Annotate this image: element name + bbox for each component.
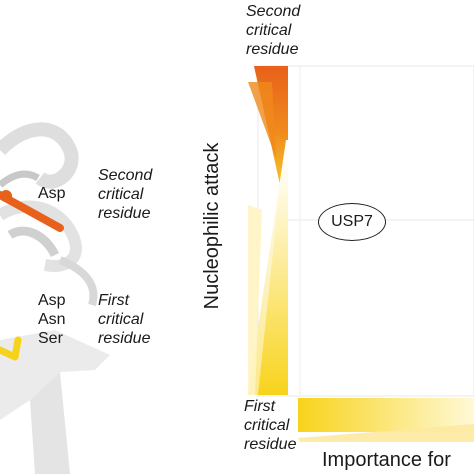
y-axis-label: Nucleophilic attack [201,142,223,310]
horizontal-pale-wedge [298,424,474,442]
ribbon-sheet [0,330,110,420]
ribbon-loop-2 [58,256,98,307]
second-residue-wedge-inner [248,82,276,158]
ribbon-sheet-2 [30,372,70,474]
usp7-ellipse: USP7 [318,203,386,241]
ribbon-helix-3 [7,226,60,258]
top-second-critical-residue-label: Second critical residue [246,3,301,58]
second-critical-residue-label: Second critical residue [98,167,153,222]
ribbon-loop-1 [0,170,40,188]
x-axis-label: Importance for [322,449,451,471]
usp7-label: USP7 [331,213,373,230]
second-residue-atom [0,190,12,202]
ribbon-helix-1 [0,122,79,189]
quadrant-plot [248,65,474,442]
vertical-pale-wedge [248,205,262,395]
residue-label-asp-asn-ser: Asp Asn Ser [38,292,66,347]
protein-structure [0,122,110,474]
first-residue-sidechain [0,336,22,361]
first-critical-residue-label: First critical residue [98,292,151,347]
residue-label-asp: Asp [38,185,66,202]
vertical-gradient-bar-bright [258,185,288,395]
bottom-first-critical-residue-label: First critical residue [244,398,297,453]
